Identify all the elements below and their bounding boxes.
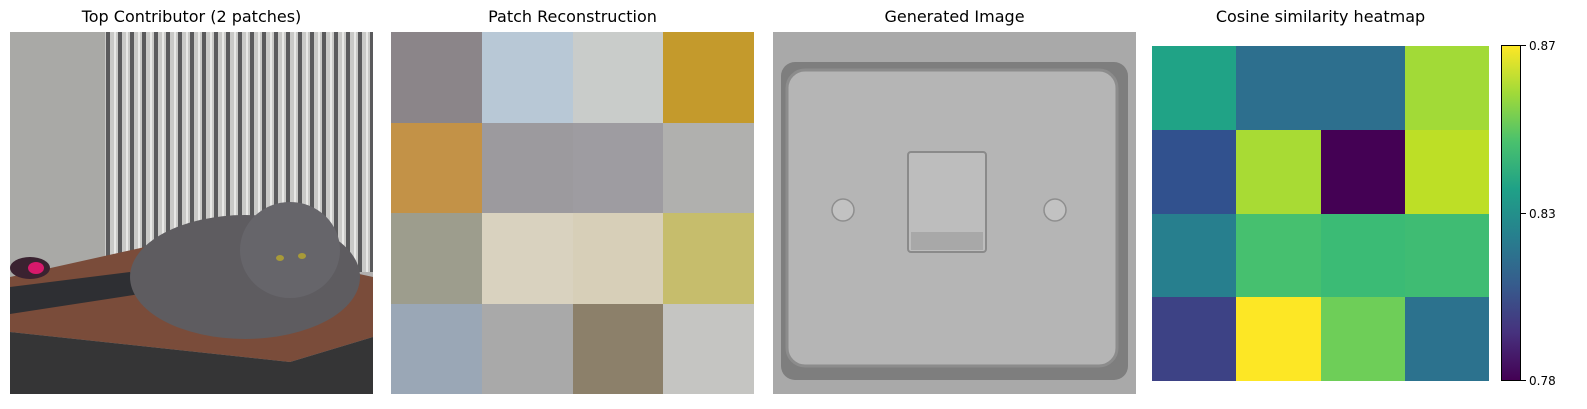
heatmap-cell-1-0 <box>1152 129 1237 214</box>
patch-reconstruction-title: Patch Reconstruction <box>488 7 657 26</box>
heatmap-cell-3-2 <box>1320 297 1405 381</box>
patch-tile-14 <box>572 303 664 394</box>
patch-tile-0 <box>391 32 482 123</box>
heatmap-cell-3-3 <box>1404 297 1489 381</box>
patch-tile-12 <box>391 303 482 394</box>
patch-tile-6 <box>572 122 664 213</box>
heatmap-cell-2-3 <box>1404 213 1489 298</box>
heatmap-cell-2-0 <box>1152 213 1237 298</box>
colorbar-tick-middle <box>1521 213 1526 214</box>
patch-tile-2 <box>572 32 664 123</box>
heatmap-cell-1-3 <box>1404 129 1489 214</box>
colorbar-label-mid: 0.83 <box>1529 207 1556 221</box>
heatmap-colorbar <box>1501 45 1521 381</box>
heatmap-cell-0-3 <box>1404 46 1489 130</box>
cosine-similarity-heatmap <box>1152 46 1489 381</box>
patch-tile-13 <box>481 303 573 394</box>
heatmap-cell-0-1 <box>1236 46 1321 130</box>
patch-tile-3 <box>663 32 754 123</box>
patch-tile-11 <box>663 213 754 304</box>
generated-image-title: Generated Image <box>884 7 1025 26</box>
heatmap-cell-2-1 <box>1236 213 1321 298</box>
heatmap-cell-2-2 <box>1320 213 1405 298</box>
light-switch-illustration <box>773 32 1136 394</box>
patch-tile-5 <box>481 122 573 213</box>
patch-tile-8 <box>391 213 482 304</box>
heatmap-cell-1-2 <box>1320 129 1405 214</box>
patch-tile-9 <box>481 213 573 304</box>
patch-reconstruction-grid <box>391 32 754 394</box>
patch-tile-15 <box>663 303 754 394</box>
patch-tile-4 <box>391 122 482 213</box>
heatmap-cell-3-0 <box>1152 297 1237 381</box>
top-contributor-image <box>10 32 373 394</box>
colorbar-label-min: 0.78 <box>1529 374 1556 388</box>
generated-image <box>773 32 1136 394</box>
heatmap-cell-0-2 <box>1320 46 1405 130</box>
colorbar-tick-bottom <box>1521 380 1526 381</box>
colorbar-label-max: 0.87 <box>1529 39 1556 53</box>
colorbar-tick-top <box>1521 45 1526 46</box>
heatmap-cell-0-0 <box>1152 46 1237 130</box>
heatmap-cell-1-1 <box>1236 129 1321 214</box>
heatmap-cell-3-1 <box>1236 297 1321 381</box>
patch-tile-1 <box>481 32 573 123</box>
patch-tile-10 <box>572 213 664 304</box>
cat-photo-illustration <box>10 32 373 394</box>
patch-tile-7 <box>663 122 754 213</box>
top-contributor-title: Top Contributor (2 patches) <box>81 7 302 26</box>
heatmap-title: Cosine similarity heatmap <box>1215 7 1426 26</box>
